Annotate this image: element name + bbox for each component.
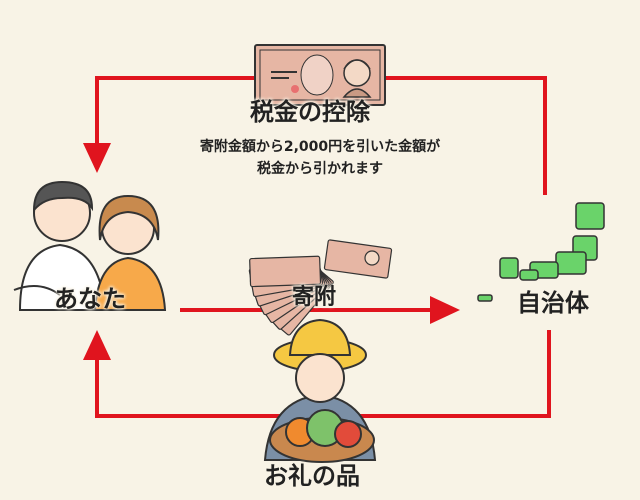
donation-arrow-head — [430, 296, 460, 324]
banknote-icon — [254, 44, 386, 106]
tax-desc-line2: 税金から引かれます — [257, 161, 383, 177]
gift-label: お礼の品 — [264, 462, 360, 490]
arrowheads — [83, 143, 460, 360]
tax-desc-line1: 寄附金額から2,000円を引いた金額が — [199, 139, 441, 155]
gift-arrow-head — [83, 330, 111, 360]
municipality-label: 自治体 — [517, 289, 589, 317]
you-label: あなた — [54, 285, 126, 313]
couple-icon — [13, 180, 167, 311]
tax-deduction-label: 税金の控除 — [250, 98, 370, 126]
tax-arrow-head — [83, 143, 111, 173]
tax-deduction-description: 寄附金額から2,000円を引いた金額が 税金から引かれます — [150, 136, 490, 180]
banknote-fan-icon — [248, 239, 393, 336]
farmer-with-vegetables-icon — [263, 318, 377, 463]
japan-map-icon — [477, 202, 605, 302]
donation-label: 寄附 — [292, 285, 337, 310]
